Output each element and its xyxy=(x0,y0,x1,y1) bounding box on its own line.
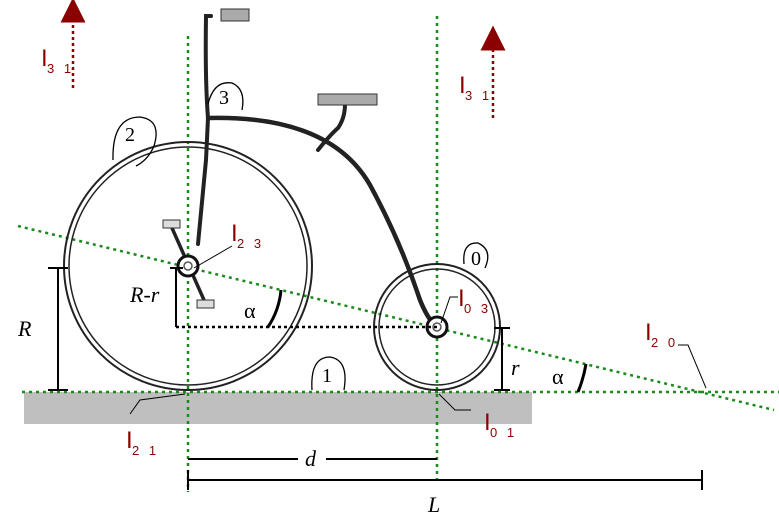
body-label-frame: 3 xyxy=(219,87,229,109)
ic-i21-letter: I xyxy=(126,427,133,454)
ic-i31-left-letter: I xyxy=(41,45,48,72)
ic-i31-right-letter: I xyxy=(459,72,466,99)
ic-i03-sub: 0 3 xyxy=(464,301,491,316)
angle-label-right: α xyxy=(552,364,564,389)
handlebar-grip xyxy=(220,8,250,22)
ic-i01-sub: 0 1 xyxy=(490,425,517,440)
dim-label-wheel-distance: d xyxy=(305,446,317,471)
front-hub-inner xyxy=(183,261,193,271)
front-big-wheel-outer xyxy=(63,141,313,391)
ic-i21-sub: 2 1 xyxy=(132,443,159,458)
angle-arc-left xyxy=(266,289,283,328)
body-label-ground: 1 xyxy=(322,365,332,387)
small-radius-dimension xyxy=(494,327,510,391)
total-length-dimension xyxy=(187,470,703,490)
big-radius-dimension xyxy=(48,267,68,391)
pedal-bottom xyxy=(196,299,215,309)
axle-connecting-line xyxy=(17,224,775,412)
ic-i31-left-sub: 3 1 xyxy=(47,61,74,76)
angle-label-left: α xyxy=(244,298,256,323)
dim-label-big-radius: R xyxy=(17,316,32,341)
radius-difference-dimension xyxy=(170,267,183,327)
ground-block xyxy=(24,392,532,424)
body-label-loops xyxy=(112,82,489,391)
pedal-top xyxy=(162,219,181,229)
dim-label-radius-difference: R-r xyxy=(129,282,160,307)
seat xyxy=(317,93,378,106)
ic-i20-letter: I xyxy=(645,319,652,346)
ic-i20-sub: 2 0 xyxy=(651,335,678,350)
ic-i23-sub: 2 3 xyxy=(237,236,264,251)
bicycle-frame xyxy=(196,14,440,330)
label-leader-lines xyxy=(129,245,707,415)
ic-i23-letter: I xyxy=(231,220,238,247)
ic-i31-right-sub: 3 1 xyxy=(465,88,492,103)
body-label-rear-wheel: 0 xyxy=(471,248,481,270)
ic-i03-letter: I xyxy=(458,285,465,312)
front-big-wheel-inner xyxy=(68,146,308,386)
dim-label-small-radius: r xyxy=(511,355,520,380)
angle-arc-right xyxy=(576,363,588,393)
dim-label-total-length: L xyxy=(427,492,440,517)
body-label-front-wheel: 2 xyxy=(125,124,135,146)
ic-i01-letter: I xyxy=(484,409,491,436)
